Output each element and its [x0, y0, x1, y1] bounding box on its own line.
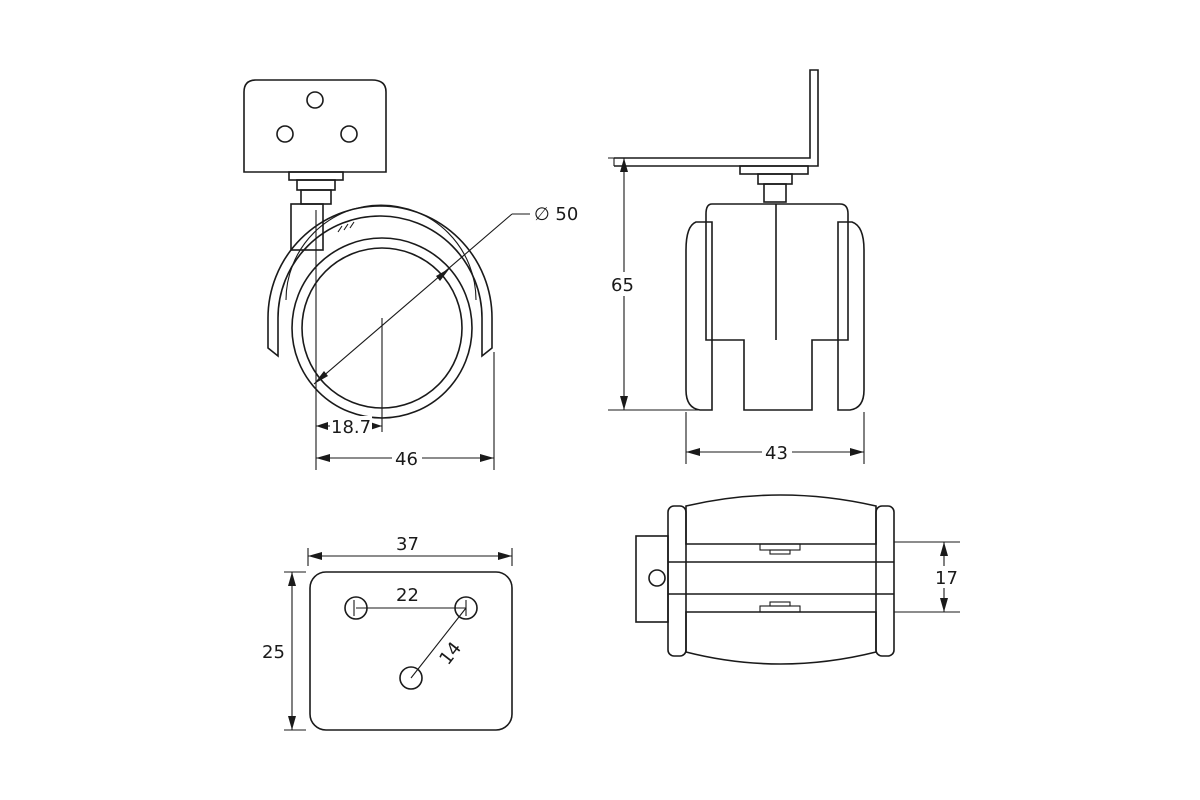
- diameter-arrow-b: [436, 268, 450, 281]
- top-bracket-tab: [635, 535, 669, 623]
- top-axle-lower: [759, 605, 801, 613]
- dim-front-bg: [762, 442, 792, 462]
- wheel-hood: [267, 205, 493, 358]
- diameter-arrow-a: [314, 371, 328, 384]
- dim-plate-h-arrow-b: [288, 716, 296, 730]
- plate-view: 22 14 37 25: [262, 534, 513, 731]
- top-upper-wheel: [685, 494, 877, 545]
- top-lower-wheel: [685, 611, 877, 665]
- dim-gap-text: 17: [935, 568, 958, 589]
- top-axle-upper-cap: [769, 549, 791, 555]
- top-axle-lower-cap: [769, 601, 791, 607]
- dim-width-text: 46: [395, 449, 418, 470]
- dim-hole-diagonal-text: 14: [435, 638, 466, 669]
- dim-offset-bg: [330, 416, 372, 436]
- front-view: 65 43: [608, 69, 865, 464]
- dim-height-text: 65: [611, 275, 634, 296]
- side-bearing-cap: [296, 179, 336, 191]
- dim-width-arrow-a: [316, 454, 330, 462]
- dim-hole-diagonal-line: [410, 607, 467, 679]
- dim-height-arrow-a: [620, 158, 628, 172]
- front-housing: [705, 203, 849, 411]
- plate-hole-top: [306, 91, 324, 109]
- dim-offset-arrow-a: [316, 422, 328, 430]
- front-right-tire: [837, 221, 865, 411]
- plate-hole-right: [340, 125, 358, 143]
- plate-hole-left: [276, 125, 294, 143]
- dim-front-arrow-a: [686, 448, 700, 456]
- side-stem: [300, 189, 332, 205]
- front-left-tire: [685, 221, 713, 411]
- front-stem: [763, 183, 787, 203]
- dim-front-text: 43: [765, 443, 788, 464]
- hood-rib-marks: [337, 221, 355, 233]
- top-view: 17: [635, 494, 960, 665]
- dim-offset-arrow-b: [370, 422, 382, 430]
- dim-plate-w-arrow-b: [498, 552, 512, 560]
- side-fork-arm: [290, 203, 324, 251]
- top-right-tire: [875, 505, 895, 657]
- dim-width-arrow-b: [480, 454, 494, 462]
- dim-gap-arrow-b: [940, 598, 948, 612]
- dim-plate-h-arrow-a: [288, 572, 296, 586]
- plate-hole-c: [399, 666, 423, 690]
- dim-gap-bg: [930, 566, 960, 588]
- dim-hole-spacing-text: 22: [396, 585, 419, 606]
- top-left-tire: [667, 505, 687, 657]
- dim-plate-w-text: 37: [396, 534, 419, 555]
- hood-inner-edge: [285, 204, 477, 301]
- dim-plate-w-arrow-a: [308, 552, 322, 560]
- dim-wheel-diameter: ∅ 50: [534, 204, 578, 225]
- top-axle-upper: [759, 543, 801, 551]
- diameter-leader: [313, 213, 513, 385]
- dim-height-arrow-b: [620, 396, 628, 410]
- side-bearing-ring: [288, 171, 344, 181]
- dim-front-arrow-b: [850, 448, 864, 456]
- dim-width-bg: [392, 448, 422, 468]
- plate-outline: [309, 571, 513, 731]
- front-bracket: [614, 69, 819, 167]
- top-bracket-hole: [648, 569, 666, 587]
- front-bearing-cap: [757, 173, 793, 185]
- dim-gap-arrow-a: [940, 542, 948, 556]
- side-mount-plate: [243, 79, 387, 173]
- dim-offset-text: 18.7: [331, 417, 371, 438]
- dim-height-bg: [608, 272, 640, 296]
- dim-plate-h-text: 25: [262, 642, 285, 663]
- front-bearing-ring: [739, 165, 809, 175]
- side-view: ∅ 50 18.7 46: [243, 79, 578, 470]
